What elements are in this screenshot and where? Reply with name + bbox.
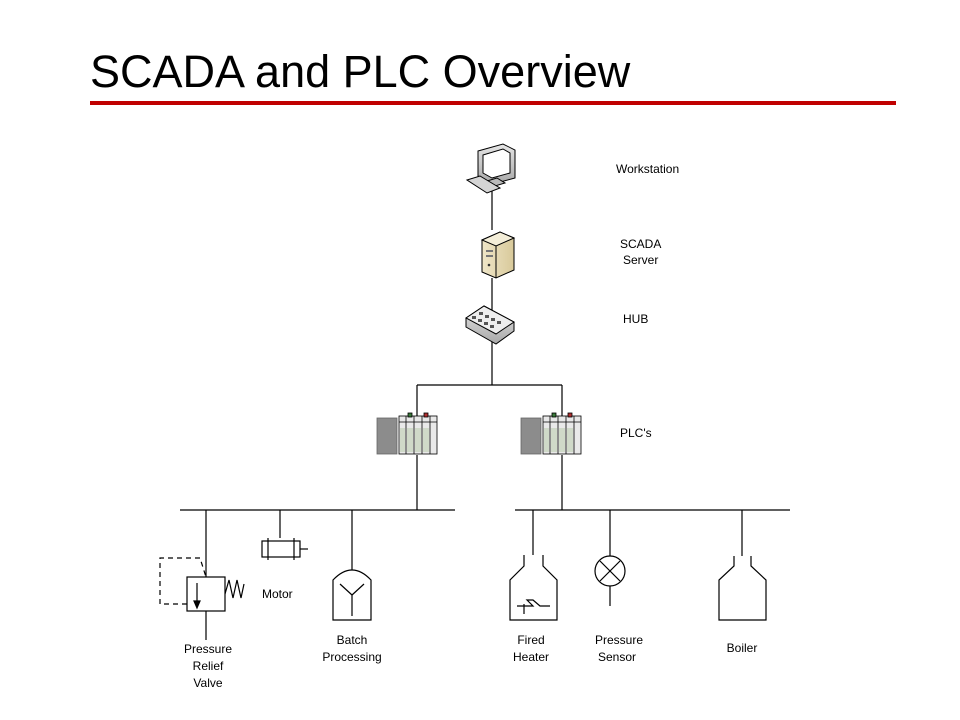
fired-heater-label-line1: Fired: [517, 633, 544, 647]
pressure-sensor-label-line2: Sensor: [598, 650, 636, 664]
motor-icon: [261, 538, 308, 560]
pressure-relief-valve-icon: [159, 557, 245, 640]
batch-processing-label-line1: Batch: [337, 633, 368, 647]
fired-heater-label-line2: Heater: [513, 650, 549, 664]
fired-heater-icon: [509, 555, 558, 621]
boiler-label: Boiler: [727, 641, 758, 655]
title-underline: [90, 101, 896, 105]
boiler-icon: [718, 556, 767, 621]
page-title: SCADA and PLC Overview: [90, 46, 631, 97]
scada-server-label-line2: Server: [623, 253, 658, 267]
pressure-relief-valve-label-line1: Pressure: [184, 642, 232, 656]
batch-vessel-icon: [332, 569, 372, 621]
workstation-label: Workstation: [616, 162, 679, 176]
scada-server-label-line1: SCADA: [620, 237, 661, 251]
server-icon: [480, 231, 516, 279]
motor-label: Motor: [262, 587, 293, 601]
hub-label: HUB: [623, 312, 648, 326]
plc-icon: [376, 412, 438, 455]
workstation-icon: [465, 143, 516, 194]
network-lines: [180, 190, 790, 577]
pressure-sensor-label-line1: Pressure: [595, 633, 643, 647]
plc-icon: [520, 412, 582, 455]
pressure-relief-valve-label-line2: Relief: [193, 659, 224, 673]
plcs-label: PLC's: [620, 426, 652, 440]
pressure-relief-valve-label-line3: Valve: [193, 676, 222, 690]
hub-icon: [465, 305, 515, 345]
pressure-sensor-icon: [594, 555, 626, 606]
batch-processing-label-line2: Processing: [322, 650, 381, 664]
